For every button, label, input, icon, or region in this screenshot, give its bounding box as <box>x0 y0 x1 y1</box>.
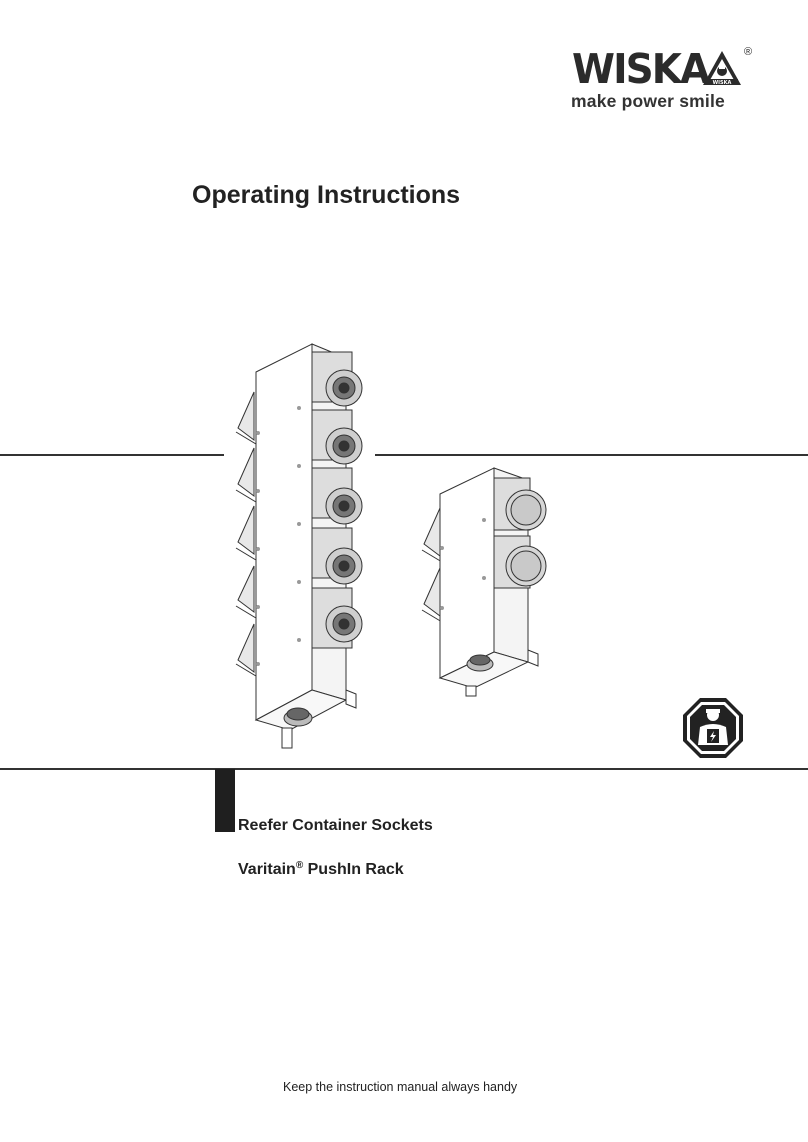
product-line-2: Varitain® PushIn Rack <box>238 860 404 879</box>
divider-left <box>0 454 224 456</box>
registered-mark: ® <box>744 46 753 58</box>
product-line-2-suffix: PushIn Rack <box>303 861 404 878</box>
triangle-text: WISKA <box>713 80 732 86</box>
page-title: Operating Instructions <box>192 181 461 209</box>
product-line-2-prefix: Varitain <box>238 861 296 878</box>
wiska-triangle-icon: WISKA <box>703 51 741 86</box>
divider-right <box>375 454 808 456</box>
brand-name: WISKA <box>572 45 710 93</box>
five-socket-rack-illustration <box>235 343 363 749</box>
divider-bottom <box>0 768 808 770</box>
section-marker-bar <box>215 769 235 832</box>
wiska-logo: WISKA WISKA ® make power smile <box>568 46 758 116</box>
brand-slogan: make power smile <box>571 91 725 111</box>
product-line-2-mark: ® <box>295 860 304 871</box>
qualified-electrician-icon <box>683 698 743 758</box>
footer-note: Keep the instruction manual always handy <box>283 1080 518 1094</box>
product-line-1: Reefer Container Sockets <box>238 817 433 834</box>
two-socket-rack-illustration <box>421 467 547 697</box>
